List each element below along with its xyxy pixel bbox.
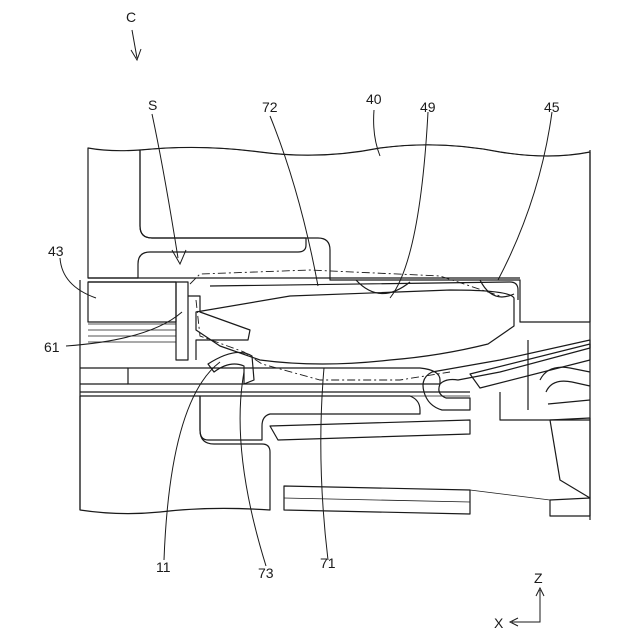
label-11: 11 xyxy=(156,559,171,575)
label-72: 72 xyxy=(262,99,278,115)
leader-lines xyxy=(60,110,552,566)
lip-61 xyxy=(176,282,188,360)
label-40: 40 xyxy=(366,91,382,107)
label-61: 61 xyxy=(44,339,60,355)
housing-40 xyxy=(140,145,590,322)
view-arrow xyxy=(131,30,141,60)
lower-plate xyxy=(200,396,420,440)
axis-indicator xyxy=(510,588,544,626)
shaft-11 xyxy=(128,368,440,384)
view-label-c: C xyxy=(126,9,136,25)
housing-left-wall xyxy=(88,148,306,278)
label-45: 45 xyxy=(544,99,560,115)
label-49: 49 xyxy=(420,99,436,115)
label-s: S xyxy=(148,97,157,113)
axis-x-label: X xyxy=(494,615,504,631)
right-block xyxy=(550,418,590,498)
axis-z-label: Z xyxy=(534,570,543,586)
label-73: 73 xyxy=(258,565,274,581)
ring-43 xyxy=(88,282,176,322)
label-71: 71 xyxy=(320,555,336,571)
label-43: 43 xyxy=(48,243,64,259)
